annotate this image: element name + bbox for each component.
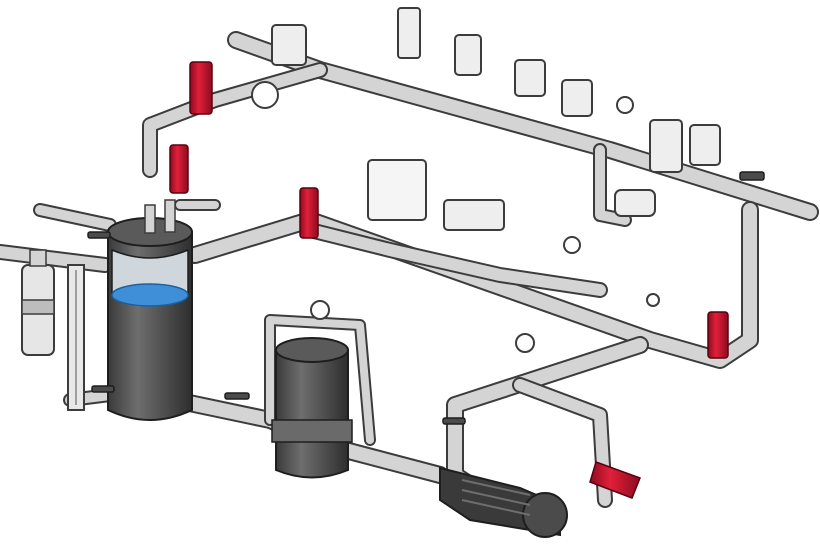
tank-water-level	[111, 283, 189, 307]
relief-valve	[707, 311, 729, 359]
filter-housing	[271, 337, 353, 479]
return-line-pipe	[166, 314, 649, 508]
inline-filter	[21, 249, 55, 356]
lower-loop-pipe	[186, 201, 759, 369]
relief-valve	[169, 144, 189, 194]
pressure-gauges	[251, 81, 660, 353]
hot-water-tank	[107, 199, 193, 421]
relief-valve	[299, 187, 319, 239]
relief-valve	[589, 461, 641, 499]
header-devices	[271, 7, 721, 231]
relief-valves	[169, 61, 729, 499]
relief-valve	[189, 61, 213, 115]
pump-motor	[439, 466, 568, 538]
ball-valves	[87, 171, 765, 425]
sight-glass	[67, 264, 85, 411]
